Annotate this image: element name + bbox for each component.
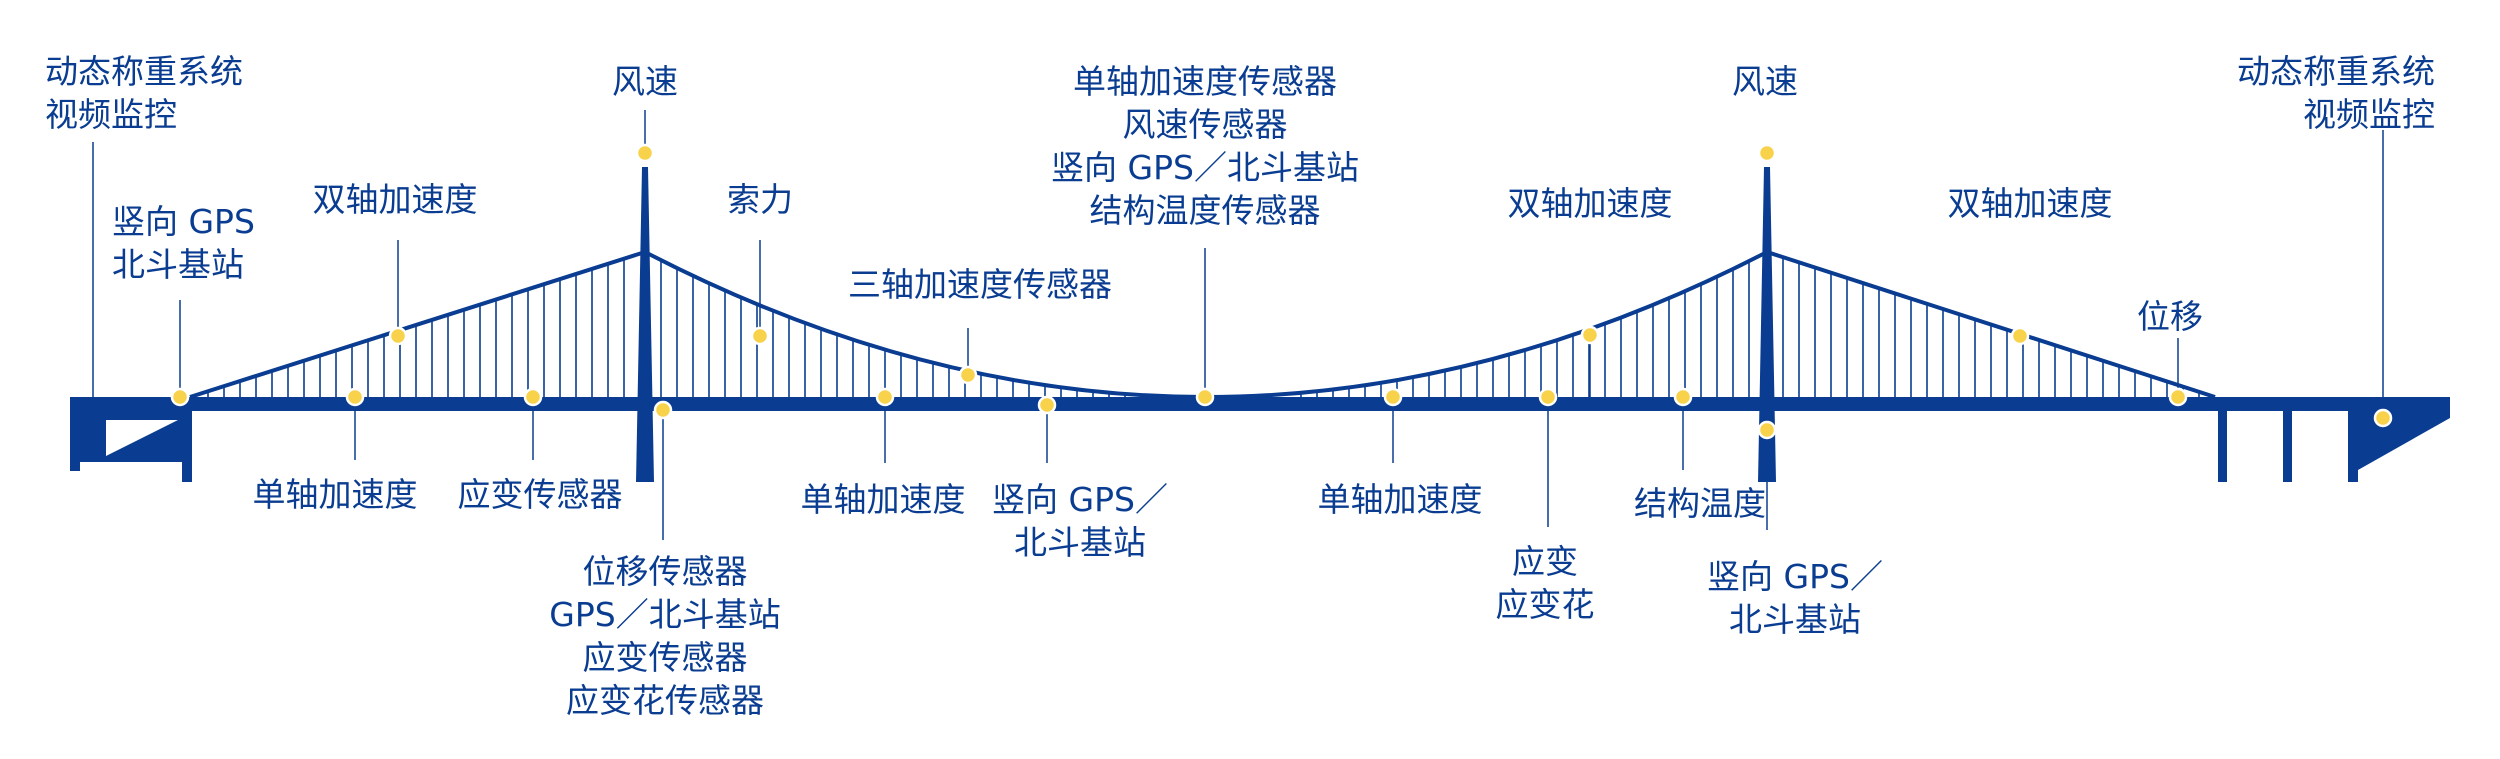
label-wim-left: 动态称重系统 视频监控 xyxy=(45,52,243,134)
sensor-point xyxy=(2168,387,2188,407)
main-cable-center-span xyxy=(644,250,1768,399)
right-abutment xyxy=(2348,411,2450,482)
right-tower xyxy=(1758,167,1776,482)
label-biaxial-right-1: 双轴加速度 xyxy=(1507,184,1673,223)
suspender-cables xyxy=(207,257,2200,397)
label-wind-right: 风速 xyxy=(1732,62,1798,101)
label-struct-temp: 结构温度 xyxy=(1634,484,1766,523)
sensor-points xyxy=(170,143,2393,440)
label-cable-force: 索力 xyxy=(727,180,793,219)
sensor-point xyxy=(2373,408,2393,428)
leader-lines xyxy=(92,110,2384,540)
label-biaxial-right-2: 双轴加速度 xyxy=(1947,184,2113,223)
sensor-point xyxy=(1037,395,1057,415)
right-pier-1 xyxy=(2218,411,2227,482)
sensor-point xyxy=(170,387,190,407)
label-uniaxial-2: 单轴加速度 xyxy=(800,480,966,519)
sensor-point xyxy=(958,365,978,385)
sensor-point xyxy=(1383,387,1403,407)
label-triaxial: 三轴加速度传感器 xyxy=(848,265,1112,304)
label-wind-left: 风速 xyxy=(612,62,678,101)
main-cable-right-side-span xyxy=(1766,250,2216,399)
label-strain-rosette: 应变 应变花 xyxy=(1495,542,1595,624)
sensor-point xyxy=(1757,143,1777,163)
label-wim-right: 动态称重系统 视频监控 xyxy=(2237,52,2435,134)
sensor-point xyxy=(1195,387,1215,407)
sensor-point xyxy=(635,143,655,163)
sensor-point xyxy=(875,387,895,407)
bridge-deck xyxy=(70,397,2450,411)
right-pier-2 xyxy=(2283,411,2292,482)
label-displacement-right: 位移 xyxy=(2137,297,2203,336)
label-uniaxial-1: 单轴加速度 xyxy=(252,475,418,514)
sensor-point xyxy=(1757,420,1777,440)
sensor-point xyxy=(388,326,408,346)
label-gps-deck: 竖向 GPS／ 北斗基站 xyxy=(992,480,1168,562)
sensor-point xyxy=(1538,387,1558,407)
label-strain-sensor: 应变传感器 xyxy=(457,475,623,514)
sensor-point xyxy=(523,387,543,407)
label-uniaxial-3: 单轴加速度 xyxy=(1317,480,1483,519)
left-tower xyxy=(636,167,654,482)
label-midspan: 单轴加速度传感器 风速传感器 竖向 GPS／北斗基站 结构温度传感器 xyxy=(1051,62,1359,230)
sensor-point xyxy=(750,326,770,346)
sensor-point xyxy=(653,400,673,420)
left-abutment xyxy=(70,411,192,482)
label-biaxial-left: 双轴加速度 xyxy=(312,180,478,219)
left-abutment-wall xyxy=(70,411,80,471)
label-gps-right-tower: 竖向 GPS／ 北斗基站 xyxy=(1707,557,1883,639)
label-gps-left: 竖向 GPS 北斗基站 xyxy=(112,202,255,284)
label-tower-base: 位移传感器 GPS／北斗基站 应变传感器 应变花传感器 xyxy=(549,552,781,720)
sensor-point xyxy=(1673,387,1693,407)
main-cable-left-side-span xyxy=(189,250,646,399)
sensor-point xyxy=(2010,326,2030,346)
sensor-point xyxy=(345,387,365,407)
sensor-point xyxy=(1580,325,1600,345)
